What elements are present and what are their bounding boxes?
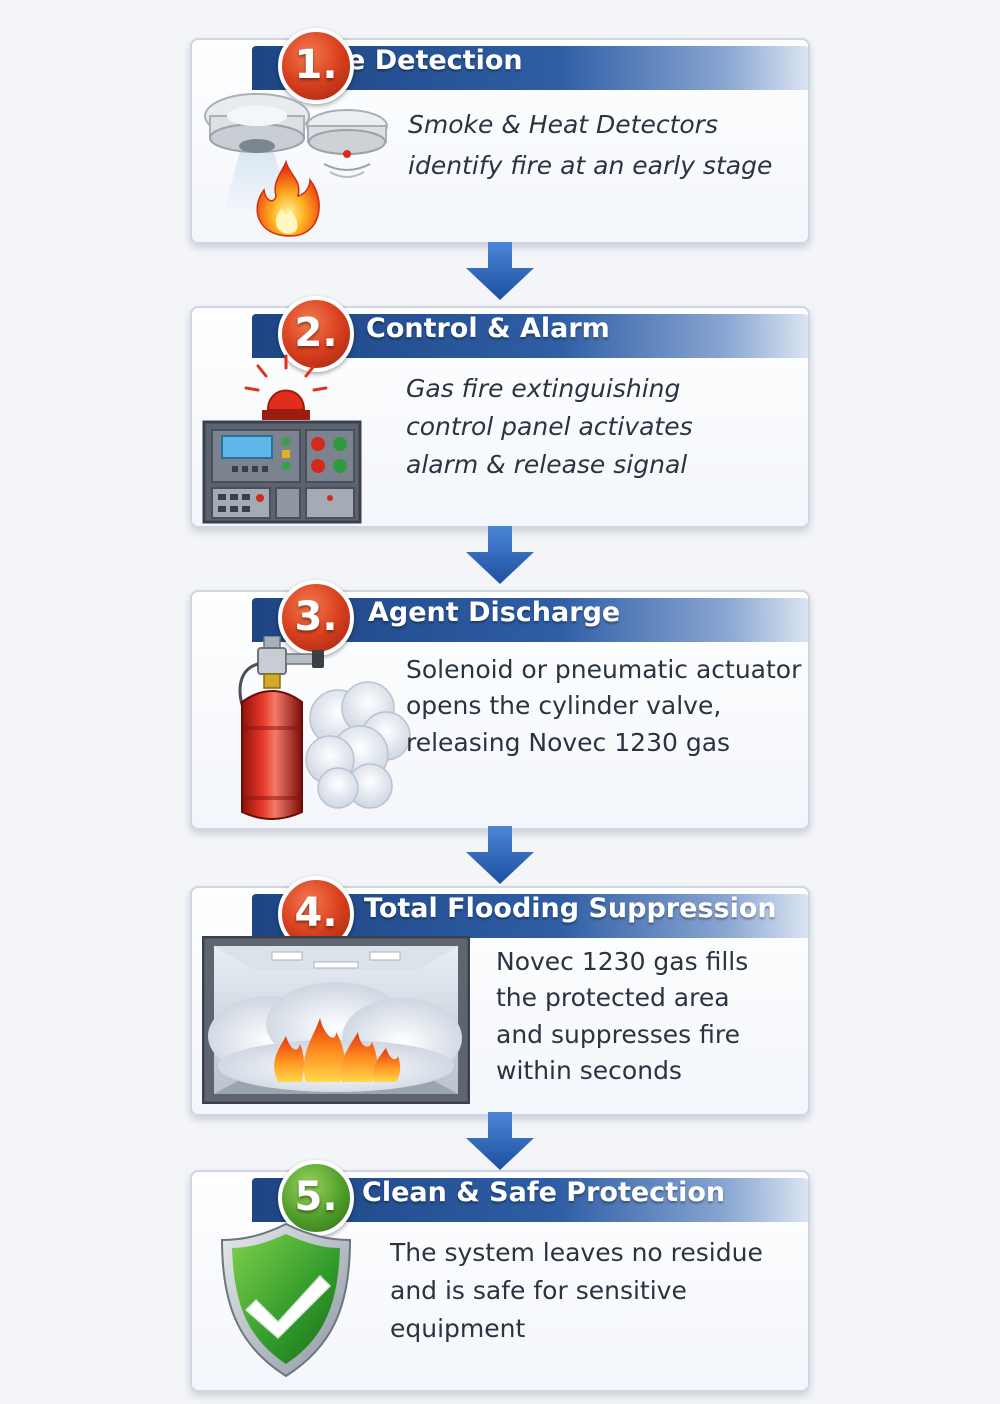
step-card-1: Fire Detection 1. Smoke & Heat Detectors…	[190, 28, 810, 244]
description-line: releasing Novec 1230 gas	[406, 727, 731, 757]
description-line: control panel activates	[406, 412, 693, 441]
step-title: Clean & Safe Protection	[362, 1177, 726, 1208]
step-number-badge: 1.	[278, 28, 354, 104]
flow-arrow-down-icon	[466, 526, 534, 584]
description-line: The system leaves no residue	[390, 1238, 763, 1267]
description-line: and is safe for sensitive	[390, 1276, 687, 1305]
description-line: the protected area	[496, 983, 730, 1013]
step-title: Control & Alarm	[366, 313, 610, 344]
description-line: within seconds	[496, 1055, 682, 1085]
step-title: Total Flooding Suppression	[364, 893, 777, 924]
description-line: equipment	[390, 1314, 526, 1343]
description-line: Novec 1230 gas fills	[496, 947, 749, 976]
step-number-badge: 2.	[278, 296, 354, 372]
step-number-badge: 5.	[278, 1160, 354, 1236]
step-title: Agent Discharge	[368, 597, 621, 628]
step-description: Novec 1230 gas fills the protected area …	[496, 944, 748, 1089]
flow-arrow-down-icon	[466, 826, 534, 884]
step-card-3: Agent Discharge 3. Solenoid or pneumatic…	[190, 580, 810, 830]
shield-check-icon	[220, 1222, 352, 1378]
step-description: Solenoid or pneumatic actuator opens the…	[406, 652, 801, 761]
step-description: The system leaves no residue and is safe…	[390, 1234, 763, 1348]
description-line: opens the cylinder valve,	[406, 691, 722, 721]
flow-arrow-down-icon	[466, 242, 534, 300]
smoke-detector-icon	[204, 93, 388, 237]
step-card-4: Total Flooding Suppression 4. Novec 1230…	[190, 876, 810, 1116]
description-line: Solenoid or pneumatic actuator	[406, 655, 802, 684]
description-line: and suppresses fire	[496, 1019, 740, 1049]
gas-cylinder-icon	[238, 636, 411, 820]
description-line: Smoke & Heat Detectors	[408, 110, 718, 139]
flow-arrow-down-icon	[466, 1112, 534, 1170]
step-description: Gas fire extinguishing control panel act…	[406, 370, 693, 484]
description-line: identify fire at an early stage	[408, 151, 773, 181]
control-panel-icon	[202, 354, 362, 524]
description-line: alarm & release signal	[406, 450, 688, 479]
description-line: Gas fire extinguishing	[406, 374, 681, 403]
step-description: Smoke & Heat Detectors identify fire at …	[408, 104, 772, 187]
step-card-5: Clean & Safe Protection 5. The system le…	[190, 1160, 810, 1392]
step-card-2: Control & Alarm 2. Gas fire extinguishin…	[190, 296, 810, 528]
flooded-room-icon	[202, 936, 470, 1104]
